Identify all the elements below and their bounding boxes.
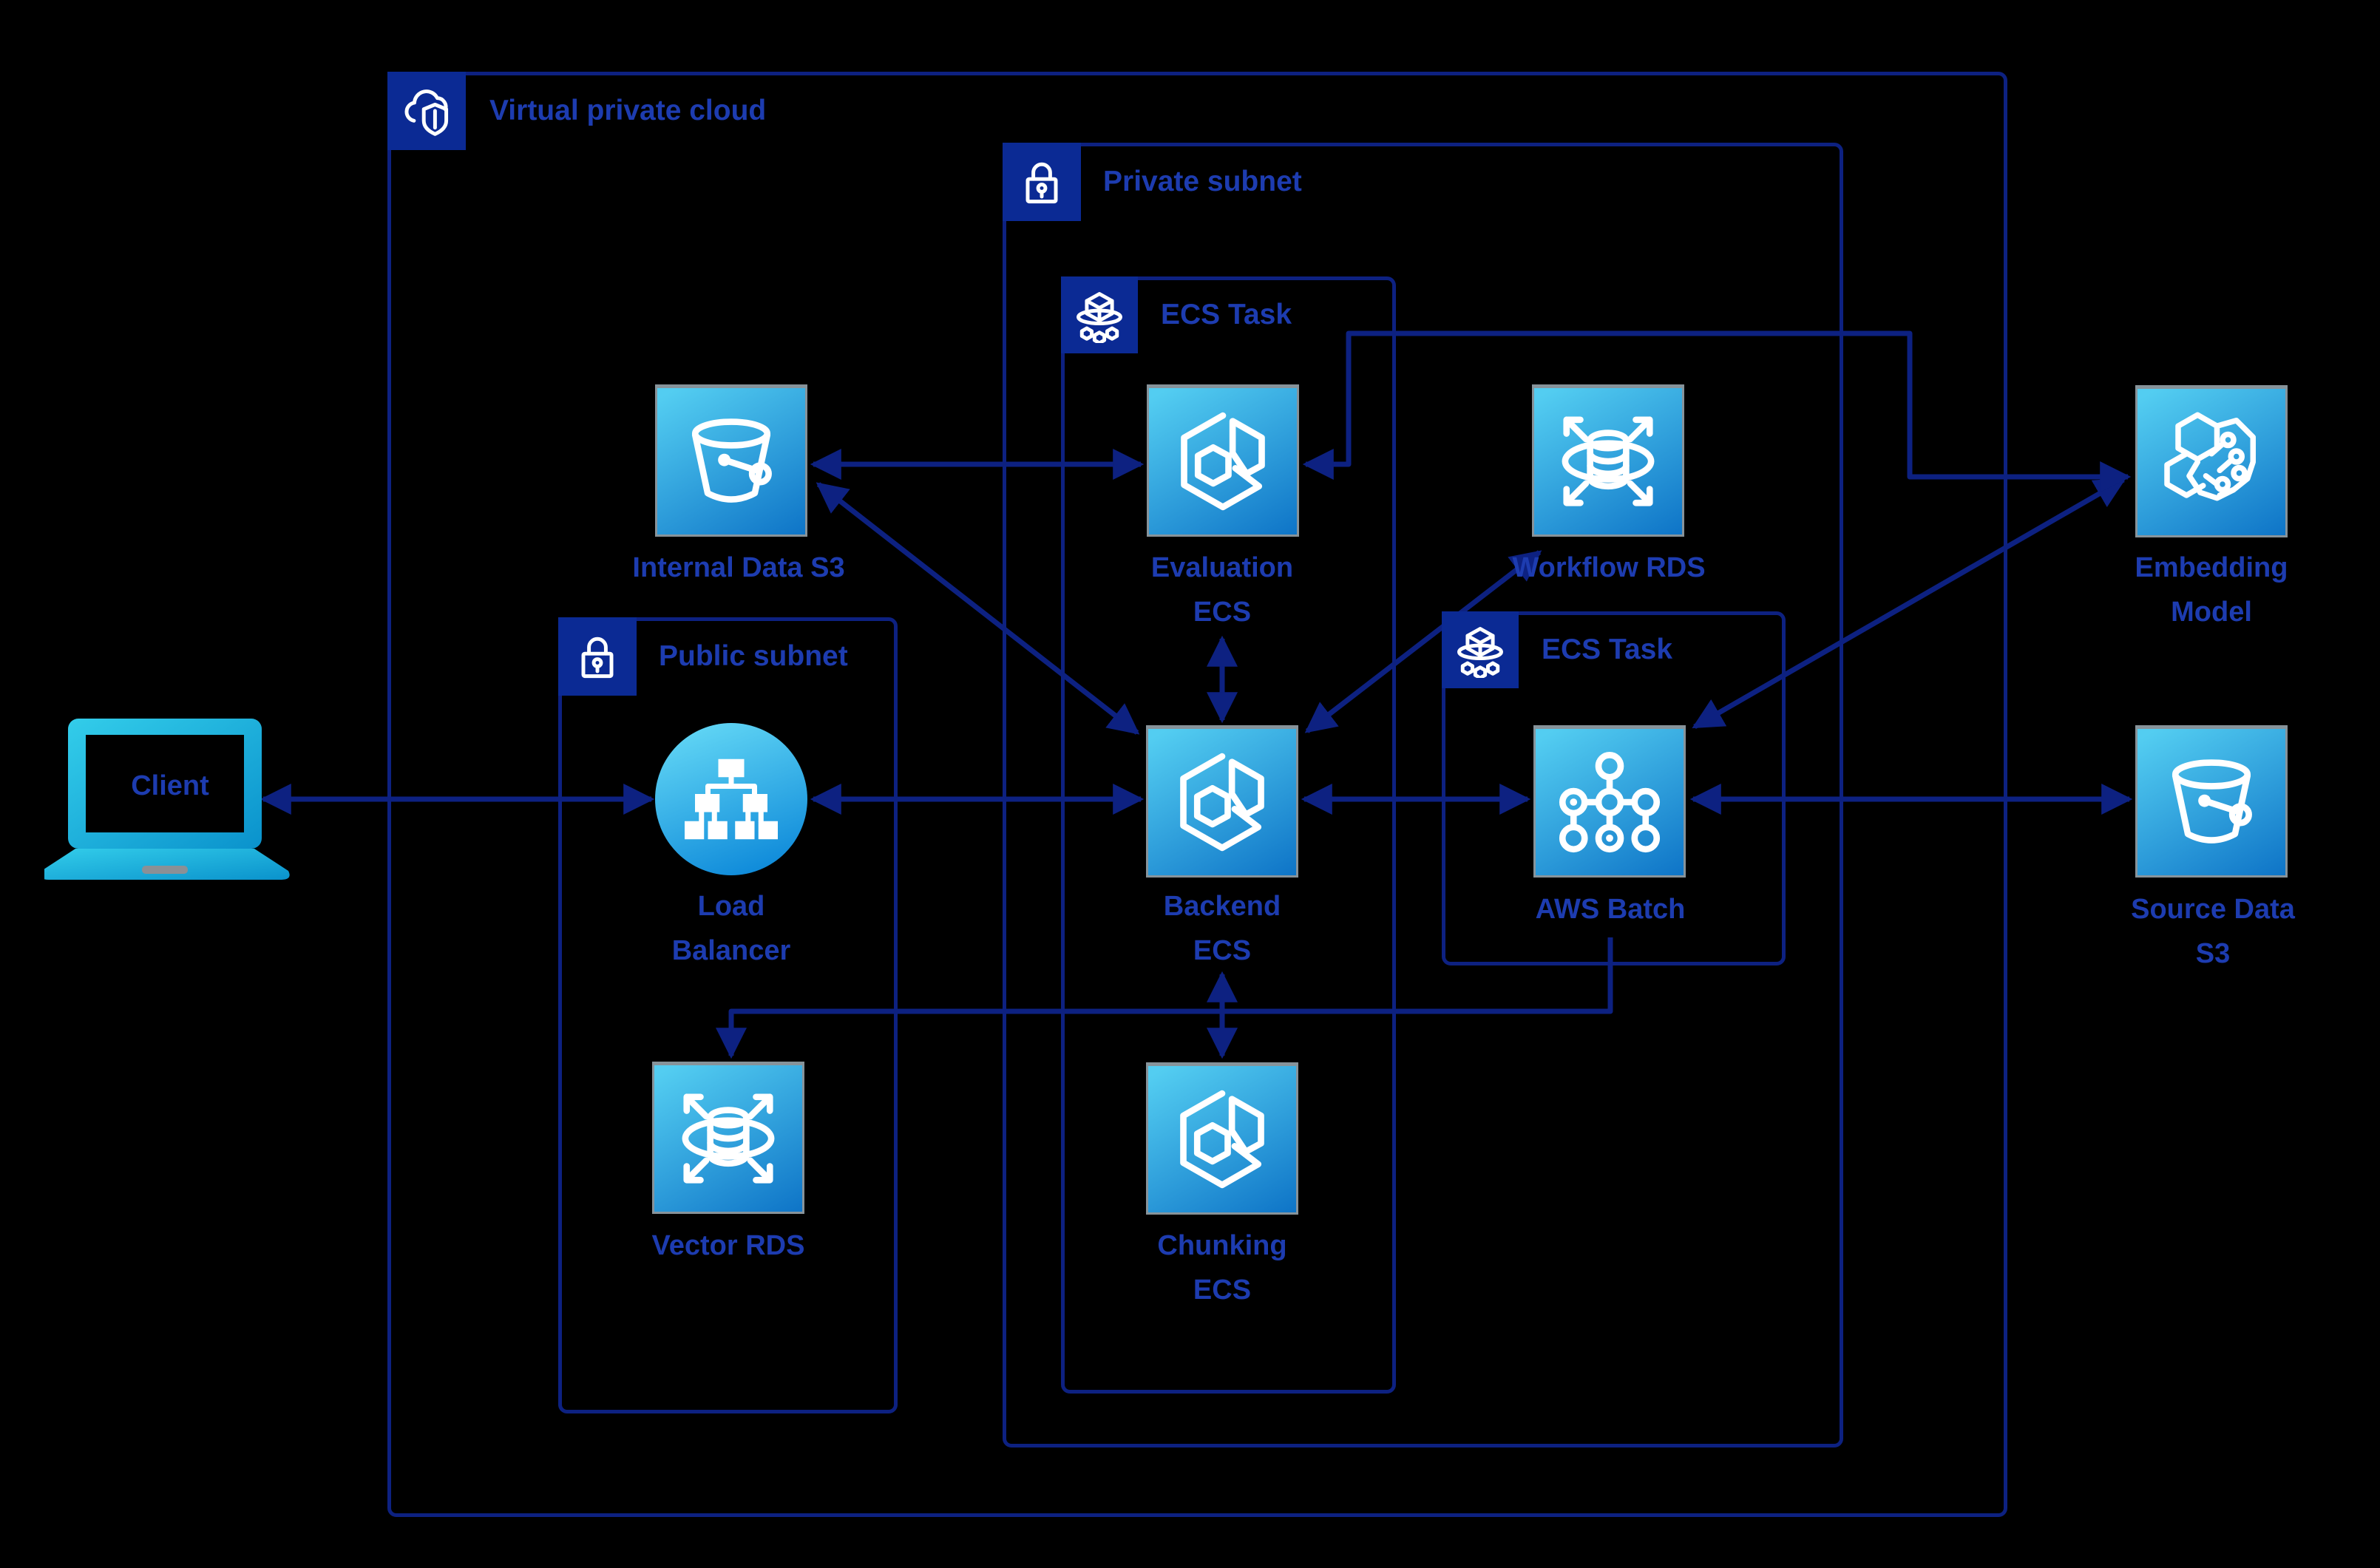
- node-source-data-s3: [2135, 725, 2288, 878]
- ecs-task-right-header-square: [1442, 611, 1519, 688]
- vector-rds-label: Vector RDS: [651, 1230, 805, 1261]
- ecs-task-right-label: ECS Task: [1542, 634, 1673, 665]
- client-label: Client: [131, 770, 209, 801]
- public-subnet-header-square: [558, 617, 637, 696]
- arrow-route-batch-vectorrds: [716, 937, 1613, 1059]
- node-backend-ecs: [1146, 725, 1298, 878]
- ecs-hexagon-icon: [1180, 753, 1264, 852]
- arrow-workflowrds-backend-diagonal: [1304, 550, 1542, 733]
- vpc-header-square: [387, 72, 466, 150]
- rds-database-icon: [682, 1093, 775, 1184]
- task-cube-icon: [1077, 292, 1122, 343]
- aws-batch-label: AWS Batch: [1535, 894, 1686, 925]
- internal-data-s3-label: Internal Data S3: [632, 552, 845, 583]
- source-data-s3-label: Source Data S3: [2131, 894, 2295, 969]
- ecs-task-top-header-square: [1061, 276, 1138, 353]
- s3-bucket-icon: [2172, 759, 2252, 844]
- public-subnet-label: Public subnet: [659, 640, 848, 672]
- ecs-task-top-boundary: [1061, 276, 1396, 1394]
- workflow-rds-label: Workflow RDS: [1512, 552, 1706, 583]
- vpc-label: Virtual private cloud: [489, 95, 767, 126]
- node-aws-batch: [1533, 725, 1686, 878]
- arrow-internals3-backend-diagonal: [816, 482, 1140, 735]
- arrow-batch-embedding-diagonal: [1692, 477, 2126, 730]
- batch-molecule-icon: [1559, 751, 1661, 853]
- node-evaluation-ecs: [1147, 384, 1299, 537]
- ecs-hexagon-icon: [1180, 1090, 1264, 1189]
- load-balancer-label: Load Balancer: [671, 891, 791, 966]
- node-load-balancer: [655, 723, 807, 875]
- laptop-icon: [44, 719, 290, 880]
- node-vector-rds: [652, 1062, 804, 1214]
- evaluation-ecs-label: Evaluation ECS: [1150, 552, 1294, 628]
- s3-bucket-icon: [691, 418, 772, 503]
- lock-icon: [1025, 162, 1058, 204]
- private-subnet-label: Private subnet: [1103, 166, 1302, 197]
- embedding-model-label: Embedding Model: [2135, 552, 2288, 628]
- private-subnet-header-square: [1003, 143, 1081, 221]
- load-balancer-icon: [685, 758, 778, 840]
- rds-database-icon: [1562, 416, 1655, 506]
- arrow-route-evaluation-embedding: [1302, 330, 2132, 492]
- public-subnet-boundary: [558, 617, 898, 1413]
- ecs-hexagon-icon: [1181, 412, 1265, 511]
- cloud-shield-icon: [404, 89, 449, 136]
- chunking-ecs-label: Chunking ECS: [1157, 1230, 1287, 1306]
- node-chunking-ecs: [1146, 1062, 1298, 1215]
- vpc-boundary: [387, 72, 2007, 1517]
- brain-network-icon: [2164, 412, 2256, 501]
- private-subnet-boundary: [1003, 143, 1843, 1447]
- backend-ecs-label: Backend ECS: [1163, 891, 1281, 966]
- node-workflow-rds: [1532, 384, 1684, 537]
- node-internal-data-s3: [655, 384, 807, 537]
- ecs-task-top-label: ECS Task: [1161, 299, 1292, 330]
- ecs-task-right-boundary: [1442, 611, 1786, 965]
- lock-icon: [581, 637, 614, 679]
- task-cube-icon: [1457, 627, 1503, 678]
- node-embedding-model: [2135, 385, 2288, 537]
